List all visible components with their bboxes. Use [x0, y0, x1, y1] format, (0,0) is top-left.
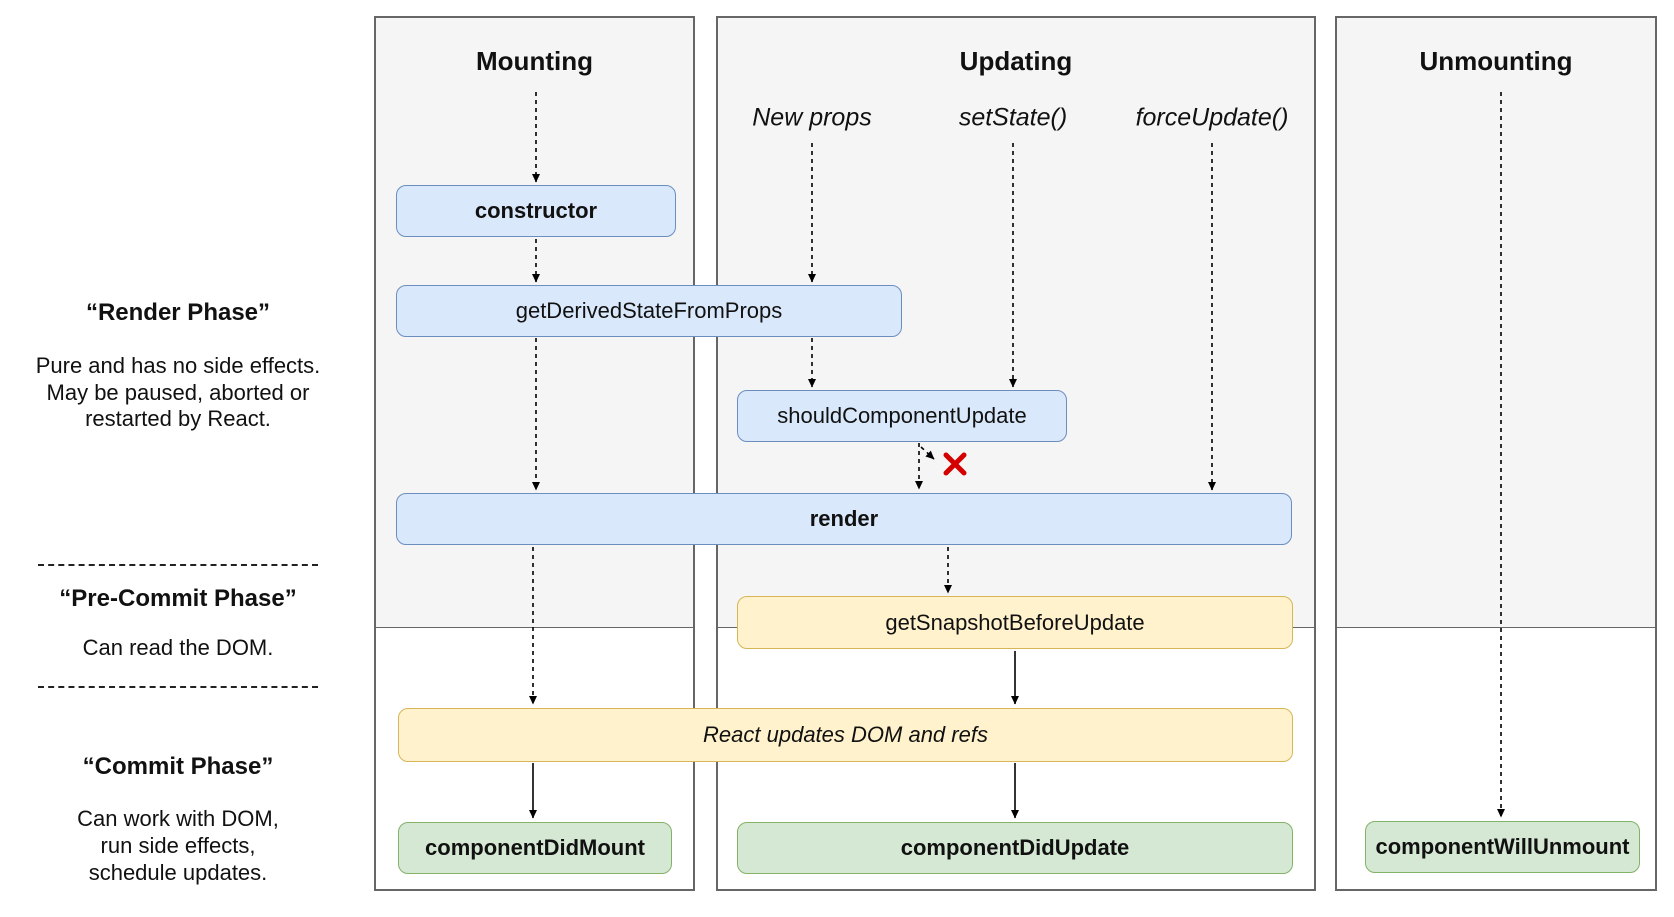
trigger-new-props: New props [752, 103, 872, 132]
render-phase-line3: restarted by React. [85, 406, 271, 431]
node-component-will-unmount-box: componentWillUnmount [1365, 821, 1640, 873]
render-phase-title: “Render Phase” [85, 299, 271, 326]
render-phase-line2: May be paused, aborted or [46, 379, 310, 405]
node-component-did-update-box: componentDidUpdate [737, 822, 1293, 874]
panel-unmounting: Unmounting [1335, 16, 1657, 891]
commit-phase-line3: schedule updates. [88, 860, 268, 885]
node-render-box: render [396, 493, 1292, 545]
node-get-snapshot-before-update-box: getSnapshotBeforeUpdate [737, 596, 1293, 649]
commit-phase-line1: Can work with DOM, [77, 806, 279, 831]
render-phase-description: Pure and has no side effects. May be pau… [18, 353, 338, 433]
pre-commit-phase-description: Can read the DOM. [82, 635, 274, 660]
node-component-did-mount-box: componentDidMount [398, 822, 672, 874]
column-title-mounting: Mounting [476, 46, 593, 76]
node-get-derived-state-from-props-box: getDerivedStateFromProps [396, 285, 902, 337]
commit-phase-line2: run side effects, [100, 833, 256, 858]
render-phase-zone-unmounting [1337, 18, 1655, 628]
commit-phase-title: “Commit Phase” [82, 753, 274, 780]
phase-separator-1 [38, 564, 318, 566]
trigger-force-update: forceUpdate() [1135, 103, 1289, 132]
node-constructor-box: constructor [396, 185, 676, 237]
phase-separator-2 [38, 686, 318, 688]
node-should-component-update-box: shouldComponentUpdate [737, 390, 1067, 442]
node-react-updates-dom-box: React updates DOM and refs [398, 708, 1293, 762]
column-title-updating: Updating [959, 46, 1073, 76]
column-title-unmounting: Unmounting [1419, 46, 1573, 76]
pre-commit-phase-title: “Pre-Commit Phase” [59, 585, 297, 612]
render-phase-line1: Pure and has no side effects. [35, 353, 321, 378]
commit-phase-description: Can work with DOM, run side effects, sch… [18, 805, 338, 886]
trigger-set-state: setState() [958, 103, 1068, 132]
